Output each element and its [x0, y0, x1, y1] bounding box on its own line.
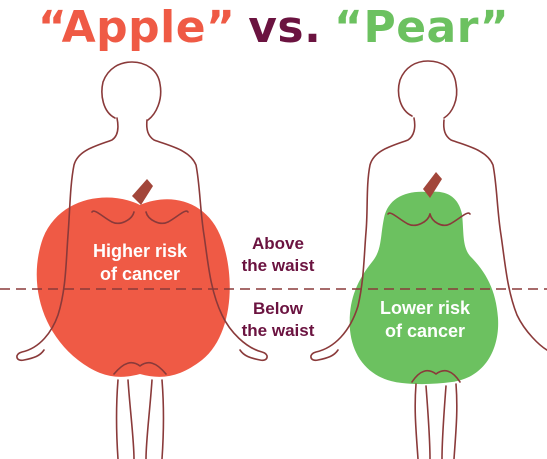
- pear-risk-line1: Lower risk: [360, 297, 490, 320]
- below-waist-line1: Below: [228, 298, 328, 320]
- below-waist-label: Below the waist: [228, 298, 328, 342]
- pear-risk-line2: of cancer: [360, 320, 490, 343]
- pear-risk-label: Lower risk of cancer: [360, 297, 490, 343]
- apple-risk-line1: Higher risk: [70, 240, 210, 263]
- above-waist-line1: Above: [228, 233, 328, 255]
- pear-fruit-shape: [350, 192, 498, 384]
- apple-stem: [132, 179, 153, 205]
- pear-shape-group: [350, 172, 498, 384]
- below-waist-line2: the waist: [228, 320, 328, 342]
- apple-fruit-shape: [37, 198, 230, 377]
- apple-risk-line2: of cancer: [70, 263, 210, 286]
- above-waist-line2: the waist: [228, 255, 328, 277]
- above-waist-label: Above the waist: [228, 233, 328, 277]
- apple-risk-label: Higher risk of cancer: [70, 240, 210, 286]
